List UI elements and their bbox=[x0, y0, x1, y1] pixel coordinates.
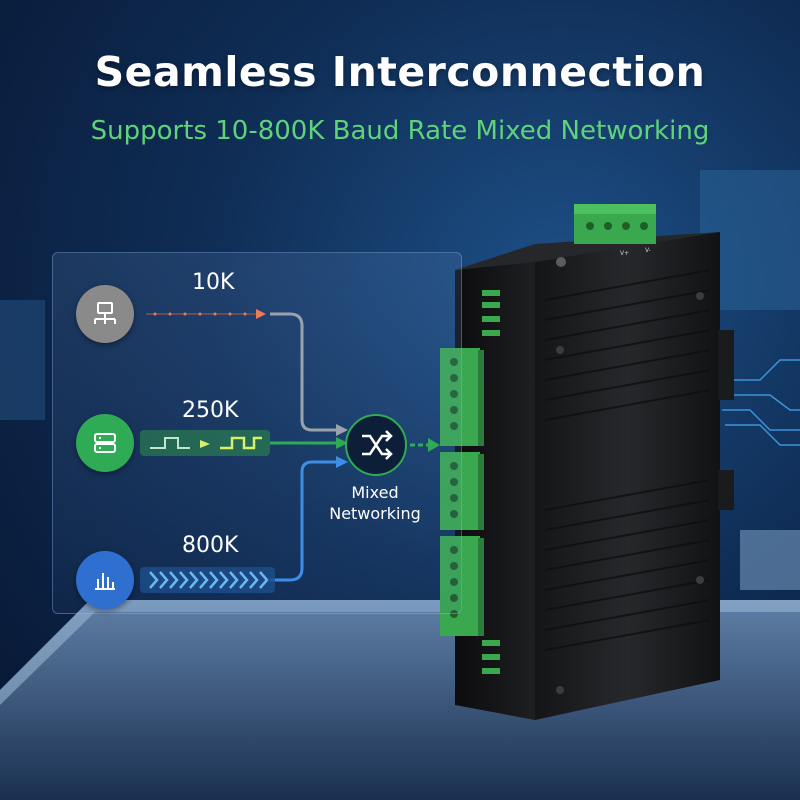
source-10k-node bbox=[76, 285, 134, 343]
ground-screw bbox=[556, 257, 566, 267]
network-computer-icon bbox=[94, 302, 116, 324]
screw bbox=[696, 292, 704, 300]
signal-chart-icon bbox=[95, 573, 115, 590]
background-monitor-left bbox=[0, 300, 45, 420]
device-ridges bbox=[544, 269, 711, 651]
dip-switches bbox=[482, 290, 500, 674]
hub-label-line2: Networking bbox=[329, 504, 421, 523]
terminal-block-3 bbox=[440, 536, 484, 636]
screw bbox=[556, 686, 564, 694]
background-device-right bbox=[740, 530, 800, 590]
power-label-vplus: V+ bbox=[620, 250, 629, 257]
source-800k-node bbox=[76, 551, 134, 609]
terminal-block-1 bbox=[440, 348, 484, 446]
terminal-screws bbox=[450, 358, 458, 618]
page-subtitle: Supports 10-800K Baud Rate Mixed Network… bbox=[90, 116, 710, 146]
power-label-vminus: V- bbox=[645, 247, 651, 254]
hub-label: Mixed Networking bbox=[320, 482, 430, 524]
server-icon bbox=[94, 433, 116, 453]
power-terminal bbox=[574, 204, 656, 244]
screw bbox=[556, 346, 564, 354]
terminal-block-2 bbox=[440, 452, 484, 530]
hub-label-line1: Mixed bbox=[351, 483, 399, 502]
page-title: Seamless Interconnection bbox=[94, 48, 706, 96]
screw bbox=[696, 576, 704, 584]
source-250k-node bbox=[76, 414, 134, 472]
rate-label-250k: 250K bbox=[182, 398, 239, 423]
rate-label-10k: 10K bbox=[192, 270, 235, 295]
din-rail-clip bbox=[718, 330, 734, 400]
din-rail-clip-lower bbox=[718, 470, 734, 510]
rate-label-800k: 800K bbox=[182, 533, 239, 558]
circuit-traces bbox=[720, 359, 800, 446]
